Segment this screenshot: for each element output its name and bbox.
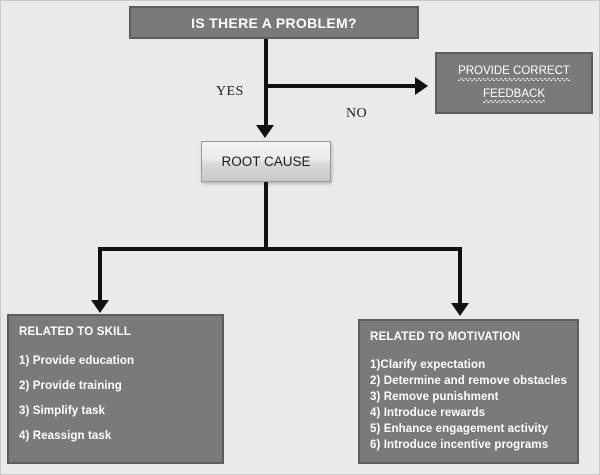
motivation-item: 1)Clarify expectation [370, 359, 486, 371]
node-feedback-line1: PROVIDE CORRECT [458, 65, 570, 81]
node-is-there-a-problem[interactable]: IS THERE A PROBLEM? [129, 6, 419, 39]
arrow-into-skill [91, 300, 109, 313]
arrow-into-feedback [415, 77, 428, 95]
node-root-cause-label: ROOT CAUSE [221, 154, 311, 169]
node-provide-correct-feedback[interactable]: PROVIDE CORRECT FEEDBACK [435, 52, 593, 114]
motivation-item: 4) Introduce rewards [370, 407, 486, 419]
skill-item: 1) Provide education [19, 355, 135, 367]
connector-no-branch [264, 84, 416, 88]
connector-root-cause-to-split [264, 182, 268, 251]
skill-item: 3) Simplify task [19, 405, 105, 417]
arrow-into-root-cause [256, 125, 274, 138]
node-feedback-line2: FEEDBACK [483, 87, 545, 103]
edge-label-yes: YES [216, 84, 244, 99]
edge-label-no: NO [346, 106, 368, 121]
motivation-item: 5) Enhance engagement activity [370, 423, 549, 435]
skill-item: 4) Reassign task [19, 430, 112, 442]
node-root-cause[interactable]: ROOT CAUSE [201, 141, 331, 182]
motivation-box-title: RELATED TO MOTIVATION [370, 331, 521, 343]
node-related-to-skill[interactable]: RELATED TO SKILL 1) Provide education 2)… [7, 314, 224, 464]
connector-problem-to-root-cause [264, 39, 268, 127]
motivation-item: 6) Introduce incentive programs [370, 439, 549, 451]
skill-box-title: RELATED TO SKILL [19, 326, 132, 338]
skill-item: 2) Provide training [19, 380, 122, 392]
node-problem-label: IS THERE A PROBLEM? [191, 14, 357, 31]
motivation-item: 3) Remove punishment [370, 391, 499, 403]
connector-split-bar [98, 247, 462, 251]
connector-split-to-skill [98, 247, 102, 302]
motivation-item: 2) Determine and remove obstacles [370, 375, 567, 387]
arrow-into-motivation [451, 303, 469, 316]
node-related-to-motivation[interactable]: RELATED TO MOTIVATION 1)Clarify expectat… [358, 319, 579, 464]
connector-split-to-motivation [458, 247, 462, 305]
